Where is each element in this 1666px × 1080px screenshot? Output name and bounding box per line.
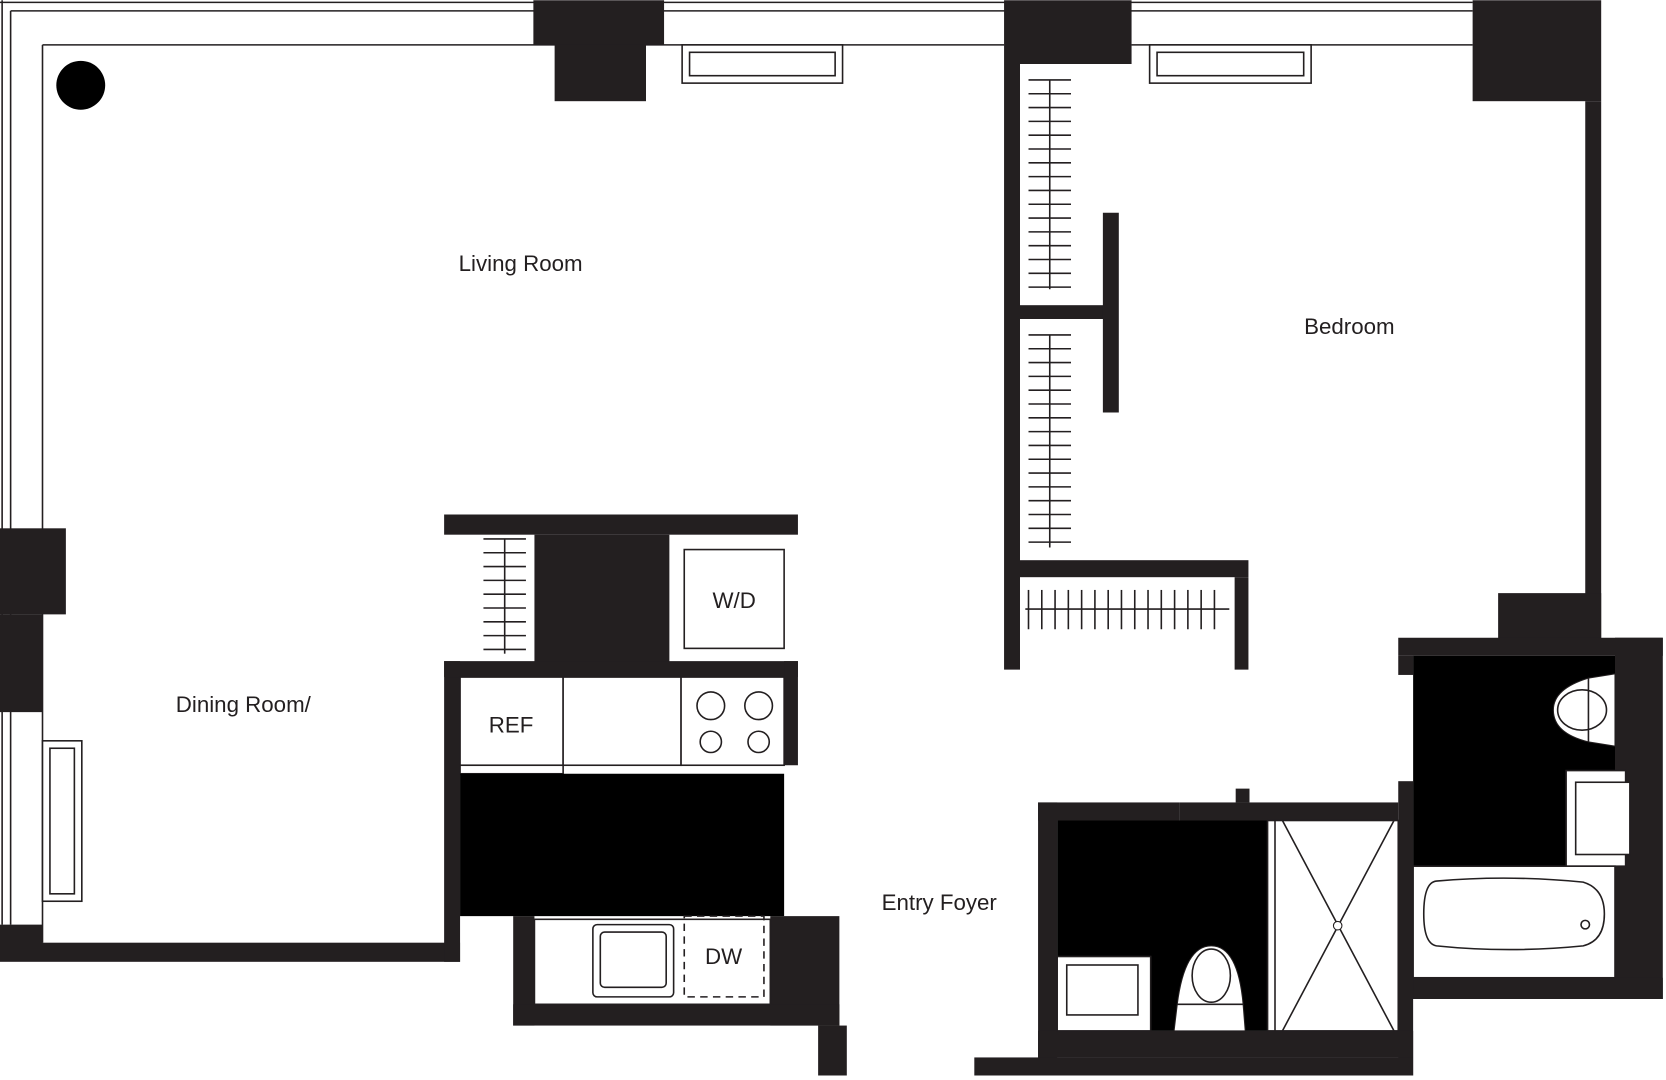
shower-icon <box>1266 819 1400 1032</box>
closet-shelving <box>483 79 1230 654</box>
dining-room-label: Dining Room/ <box>176 692 312 717</box>
dishwasher-label: DW <box>705 944 742 969</box>
window-glazing <box>0 0 1473 943</box>
toilet-icon <box>1552 673 1616 747</box>
dishwasher: DW <box>683 915 765 998</box>
bedroom-label: Bedroom <box>1304 314 1394 339</box>
vanity-sink <box>1565 769 1631 867</box>
bathtub-icon <box>1412 865 1616 979</box>
washer-dryer-label: W/D <box>713 588 756 613</box>
sink <box>592 923 675 998</box>
kitchen-counter <box>562 676 682 767</box>
toilet-icon <box>1173 945 1246 1032</box>
round-column <box>56 60 106 110</box>
heater-living <box>681 44 844 84</box>
refrigerator-label: REF <box>489 712 534 737</box>
living-room-label: Living Room <box>459 251 583 276</box>
washer-dryer: W/D <box>683 548 785 650</box>
entry-foyer-label: Entry Foyer <box>882 890 998 915</box>
vanity-sink-2 <box>1056 955 1152 1032</box>
cooktop <box>680 676 785 767</box>
heater-bedroom <box>1148 44 1312 84</box>
refrigerator: REF <box>459 676 564 775</box>
kitchen-floor <box>460 773 785 917</box>
heater-dining <box>41 740 83 903</box>
